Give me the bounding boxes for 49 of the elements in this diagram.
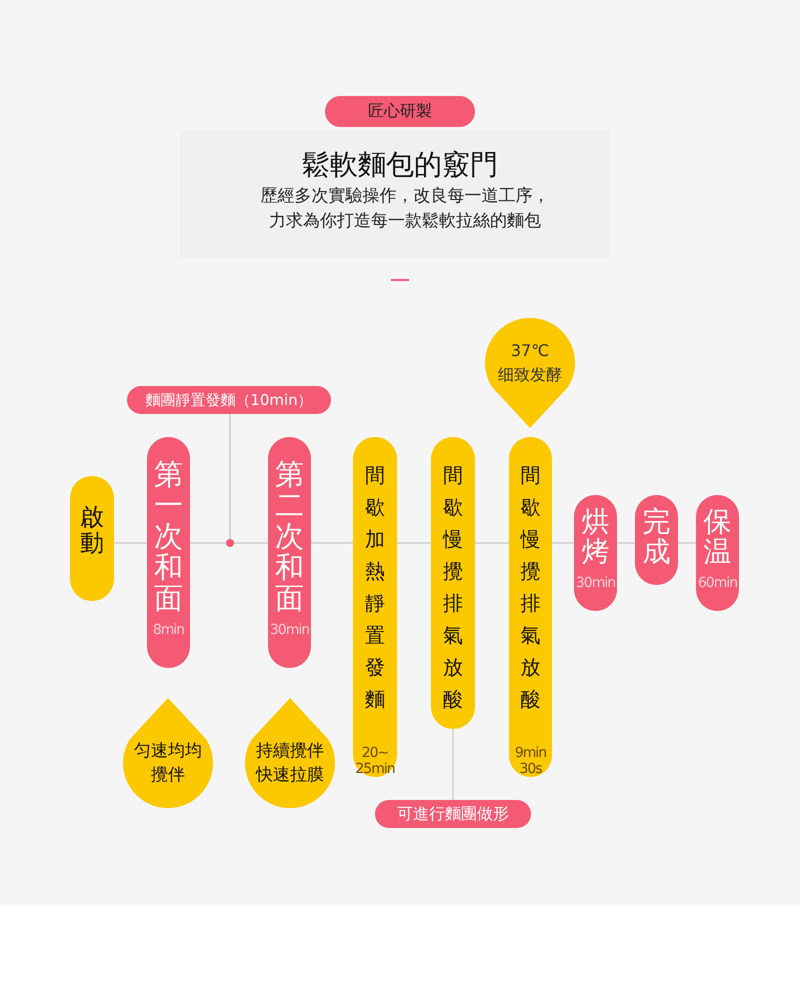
step-name: 烘烤: [582, 507, 610, 567]
connector-line: [397, 542, 431, 544]
callout-text: 匀速均均攪伴: [133, 740, 203, 787]
step-pill: [431, 437, 475, 729]
subtitle: 歷經多次實驗操作，改良每一道工序，力求為你打造每一款鬆軟拉絲的麵包: [260, 185, 550, 233]
connector-line: [190, 542, 226, 544]
step-name: 第一次和面: [154, 459, 183, 614]
step-pill: [70, 476, 114, 601]
label-pill: [375, 800, 531, 828]
step-name: 間歇加熱靜置發麵: [365, 462, 385, 713]
leader-line: [452, 729, 454, 800]
step-name: 啟動: [80, 504, 104, 556]
step-name: 間歇慢攪排氣放酸: [443, 462, 463, 713]
callout-text: 持續攪伴快速拉膜: [254, 740, 325, 787]
label-pill: [325, 96, 475, 127]
duration-text: 30min: [574, 575, 616, 591]
step-pill: [147, 437, 190, 668]
step-name: 保温: [704, 507, 732, 567]
duration-text: 8min: [152, 622, 186, 638]
callout-drop: [245, 698, 335, 808]
step-pill: [353, 437, 397, 777]
connector-line: [552, 542, 574, 544]
leader-line: [229, 414, 231, 539]
pill-label: 可進行麵團做形: [397, 804, 509, 824]
connector-line: [234, 542, 268, 544]
title: 鬆軟麵包的竅門: [301, 147, 499, 183]
callout-text: 细致发酵: [497, 364, 563, 386]
callout-drop: [485, 318, 575, 428]
step-name: 間歇慢攪排氣放酸: [520, 462, 540, 713]
duration-text: 60min: [696, 575, 738, 591]
callout-text: 37℃: [510, 340, 550, 362]
connector-line: [114, 542, 147, 544]
connector-line: [617, 542, 635, 544]
duration-text: 30min: [268, 622, 310, 638]
step-pill: [635, 495, 678, 585]
pill-label: 匠心研製: [368, 101, 432, 122]
connector-line: [678, 542, 696, 544]
label-pill: [127, 386, 331, 414]
step-name: 完成: [642, 507, 670, 567]
step-pill: [574, 495, 617, 611]
connector-line: [475, 542, 509, 544]
callout-drop: [123, 698, 213, 808]
step-pill: [268, 437, 311, 668]
step-pill: [509, 437, 552, 777]
step-name: 第二次和面: [275, 459, 304, 614]
pill-label: 麵團靜置發麵（10min）: [145, 390, 313, 410]
duration-text: 9min 30s: [514, 745, 548, 777]
connector-line: [311, 542, 353, 544]
step-pill: [696, 495, 739, 611]
